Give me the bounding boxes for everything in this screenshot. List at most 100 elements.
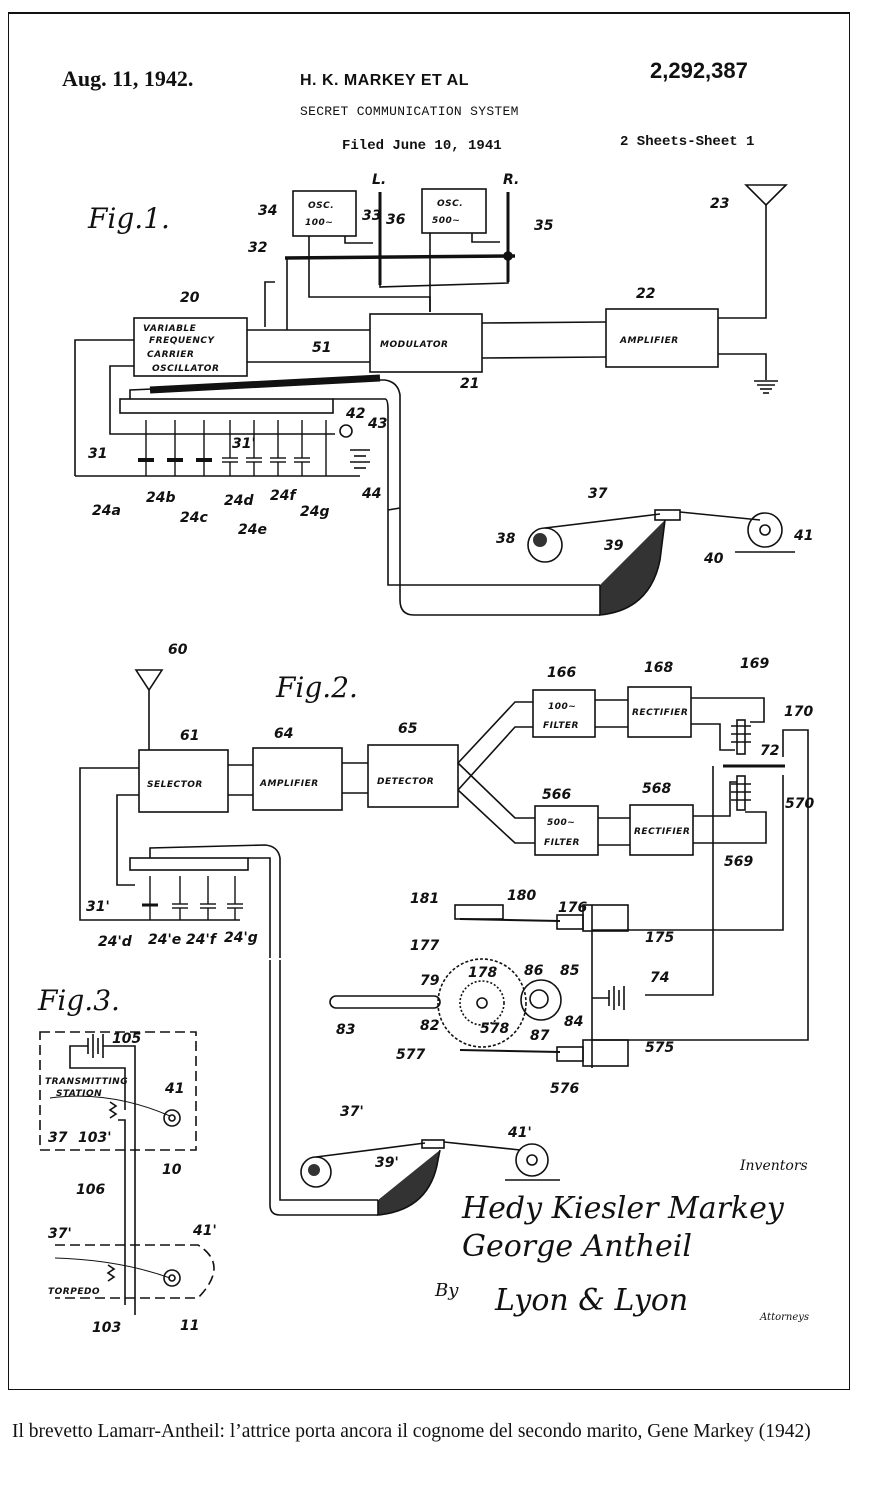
fig3-motor-41-prime-hub	[168, 1274, 176, 1282]
label-578: 578	[480, 1021, 509, 1037]
osc-500-box	[421, 188, 487, 234]
coil-169	[736, 719, 746, 755]
label-24e-prime: 24'e	[148, 932, 181, 948]
label-R: R.	[503, 172, 519, 188]
label-37: 37	[588, 486, 608, 502]
reel-38-hub	[533, 533, 547, 547]
label-83: 83	[336, 1022, 355, 1038]
label-87: 87	[530, 1028, 550, 1044]
figure-caption: Il brevetto Lamarr-Antheil: l’attrice po…	[12, 1421, 811, 1442]
capacitor-array	[138, 420, 327, 476]
label-82: 82	[420, 1018, 439, 1034]
label-176: 176	[558, 900, 587, 916]
reel-fig2-hub	[308, 1164, 320, 1176]
wire-vfco-contacts	[109, 365, 134, 435]
label-64: 64	[274, 726, 293, 742]
rectifier-568-label: RECTIFIER	[634, 827, 690, 837]
label-105: 105	[112, 1031, 141, 1047]
label-35: 35	[534, 218, 554, 234]
arrow-33	[344, 236, 373, 244]
fig3-label-37: 37	[48, 1130, 68, 1146]
filter-500-line1: 500~	[547, 818, 575, 828]
vfco-line4: OSCILLATOR	[152, 364, 219, 374]
arrow-35	[471, 233, 500, 243]
osc-100-line1: OSC.	[308, 201, 334, 211]
wire-rect-coil169	[691, 697, 765, 723]
fig2-title: Fig.2.	[275, 671, 358, 704]
wire-570	[592, 775, 784, 931]
label-44: 44	[361, 486, 381, 502]
label-38: 38	[496, 531, 516, 547]
fig2-amplifier-label: AMPLIFIER	[259, 779, 319, 789]
stop-181-housing	[454, 904, 504, 920]
label-79: 79	[420, 973, 440, 989]
wire-amp-antenna	[718, 205, 767, 319]
label-51: 51	[312, 340, 331, 356]
wire-mod-amp	[481, 321, 607, 324]
fig3-wire-106a	[103, 1045, 136, 1315]
sheet-count: 2 Sheets-Sheet 1	[620, 134, 755, 150]
battery-105-icon	[87, 1034, 104, 1058]
label-85: 85	[560, 963, 580, 979]
label-40: 40	[703, 551, 724, 567]
solenoid-575	[582, 1039, 629, 1067]
modulator-label: MODULATOR	[380, 340, 448, 350]
label-32: 32	[248, 240, 267, 256]
key-bar	[284, 254, 516, 260]
vfco-line1: VARIABLE	[143, 324, 197, 334]
label-39: 39	[604, 538, 624, 554]
wire-72	[645, 766, 714, 996]
coil-103-prime	[108, 1101, 118, 1119]
label-577: 577	[396, 1047, 425, 1063]
wheel-85	[520, 979, 562, 1021]
inventor-name-1: Hedy Kiesler Markey	[461, 1191, 785, 1226]
label-74: 74	[650, 970, 669, 986]
roll-bar	[119, 398, 334, 414]
coil-103	[106, 1264, 116, 1282]
patent-title: SECRET COMMUNICATION SYSTEM	[300, 104, 519, 119]
rod-83	[329, 995, 441, 1009]
selector-box	[138, 749, 229, 813]
filter-100-line2: FILTER	[543, 721, 579, 731]
osc-100-box	[292, 190, 357, 237]
station-boundary-10	[39, 1031, 197, 1151]
label-566: 566	[542, 787, 571, 803]
wire-amp-ground	[718, 353, 767, 380]
vfco-box	[133, 317, 248, 377]
ground-icon	[754, 380, 778, 394]
wires-detector-filters	[457, 701, 535, 844]
shaft-82	[476, 997, 488, 1009]
modulator-box	[369, 313, 483, 373]
solenoid-176	[556, 914, 584, 930]
label-65: 65	[398, 721, 418, 737]
fig2-capacitors	[142, 876, 243, 920]
gear-hub-dotted	[459, 980, 505, 1026]
label-24b: 24b	[146, 490, 176, 506]
fig2-tube-lower	[279, 960, 378, 1201]
gear-79	[437, 958, 527, 1048]
wire-selector-left	[79, 767, 240, 921]
label-84: 84	[564, 1014, 583, 1030]
label-11: 11	[180, 1318, 199, 1334]
label-168: 168	[644, 660, 673, 676]
label-31: 31	[88, 446, 107, 462]
vfco-line3: CARRIER	[147, 350, 194, 360]
fig3-motor-41	[163, 1109, 181, 1127]
label-41: 41	[793, 528, 813, 544]
patent-number: 2,292,387	[650, 58, 748, 83]
filter-100-line1: 100~	[548, 702, 576, 712]
reel-38	[527, 527, 563, 563]
key-pivot	[503, 251, 513, 261]
label-L: L.	[372, 172, 386, 188]
fig3-title: Fig.3.	[37, 984, 120, 1017]
label-61: 61	[180, 728, 199, 744]
fig3-label-41-prime: 41'	[192, 1223, 217, 1239]
rectifier-168-box	[627, 686, 692, 738]
coil-569	[736, 775, 746, 811]
label-21: 21	[460, 376, 479, 392]
fig3-wire-106b	[118, 1119, 126, 1305]
filed-date: Filed June 10, 1941	[342, 138, 502, 154]
wire-rect-coil169-2	[691, 723, 735, 751]
label-24a: 24a	[92, 503, 121, 519]
label-170: 170	[784, 704, 813, 720]
